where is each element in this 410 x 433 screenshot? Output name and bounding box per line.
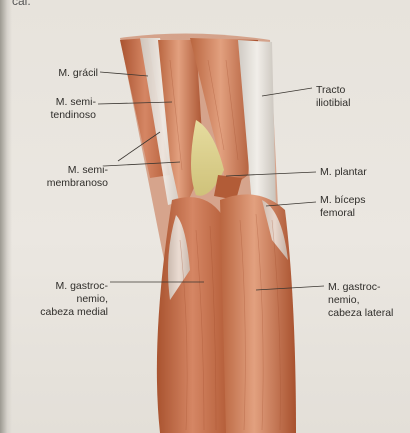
label-semimembranosus: M. semi- membranoso: [26, 164, 108, 190]
label-semitendinosus: M. semi- tendinoso: [38, 96, 96, 122]
label-iliotibial-tract: Tracto iliotibial: [316, 84, 388, 110]
label-gastrocnemius-medial: M. gastroc- nemio, cabeza medial: [22, 280, 108, 319]
gastrocnemius-lateral-head: [220, 194, 296, 433]
label-gastrocnemius-lateral: M. gastroc- nemio, cabeza lateral: [328, 281, 404, 320]
label-gracilis: M. grácil: [44, 67, 98, 80]
label-plantaris: M. plantar: [320, 166, 392, 179]
gastrocnemius-medial-head: [157, 197, 228, 433]
label-biceps-femoris: M. bíceps femoral: [320, 194, 392, 220]
